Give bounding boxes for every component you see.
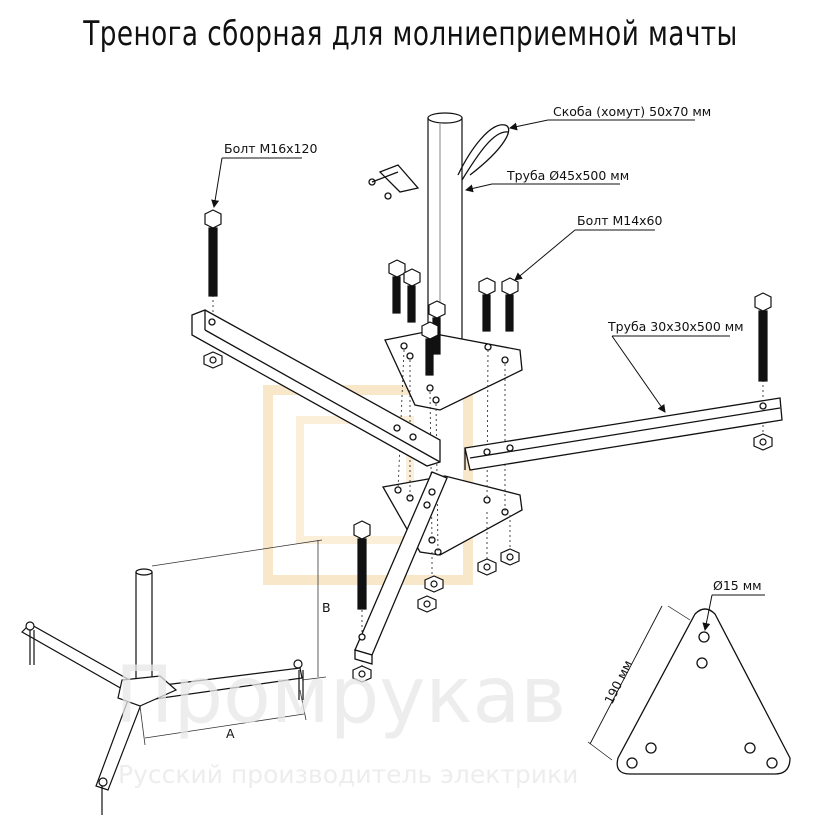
plate-detail — [587, 605, 791, 775]
bolt-m14-5 — [478, 277, 496, 332]
upper-plate — [384, 331, 523, 411]
bolt-m16-right — [754, 292, 772, 382]
label-bolt-m16: Болт М16х120 — [224, 141, 317, 156]
bolt-m16-front — [353, 520, 371, 610]
page-title: Тренога сборная для молниеприемной мачты — [83, 14, 738, 54]
bolt-m14-2 — [403, 268, 421, 323]
bolt-m14-4 — [421, 321, 439, 376]
label-square-pipe: Труба 30х30х500 мм — [607, 319, 744, 334]
bolt-m14-6 — [501, 277, 519, 332]
nuts — [203, 351, 773, 683]
bolts — [204, 209, 772, 610]
label-dim-b: B — [322, 600, 331, 615]
watermark-tagline: Русский производитель электрики — [118, 760, 578, 789]
square-tube-left — [191, 309, 441, 467]
square-tube-front — [354, 471, 448, 665]
watermark-brand: Промрукав — [115, 651, 566, 741]
clamp-ubolt — [368, 124, 510, 200]
dimension-lines — [139, 539, 327, 746]
label-hole-diameter: Ø15 мм — [713, 578, 762, 593]
label-round-pipe: Труба Ø45х500 мм — [506, 168, 629, 183]
label-dim-a: A — [226, 726, 235, 741]
assembled-tripod — [21, 568, 304, 815]
square-tube-right — [464, 397, 783, 471]
leader-lines — [211, 119, 765, 631]
label-bolt-m14: Болт М14х60 — [577, 213, 663, 228]
label-clamp: Скоба (хомут) 50х70 мм — [553, 104, 711, 119]
bolt-m16-left — [204, 209, 222, 297]
label-plate-side: 190 мм — [601, 658, 635, 707]
bolt-m14-1 — [388, 259, 406, 314]
